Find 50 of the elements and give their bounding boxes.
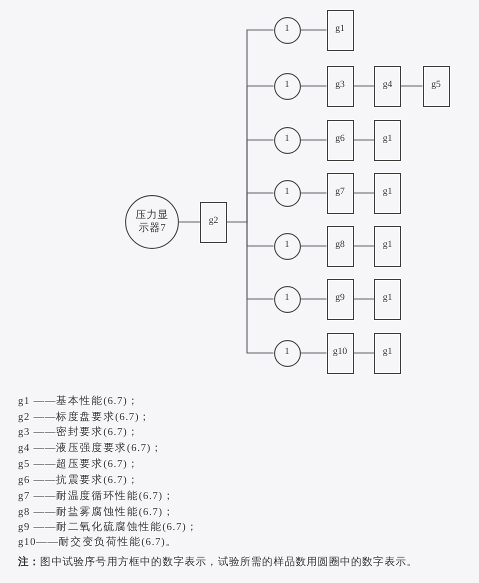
sample-count-circle: 1 [274,180,300,206]
test-box: g5 [422,66,450,106]
connector-line [354,352,374,354]
test-box: g1 [374,120,401,160]
test-box: g2 [200,202,227,242]
legend-entry: g5 ——超压要求(6.7)； [18,458,140,472]
legend-entry: g2 ——标度盘要求(6.7)； [18,411,152,425]
sample-count-circle: 1 [274,286,300,312]
connector-line [354,139,374,141]
test-box: g4 [374,66,401,106]
test-box: g1 [374,278,401,320]
test-box: g1 [374,172,401,214]
sample-count-circle: 1 [274,340,300,366]
connector-line [401,85,422,87]
legend-entry: g3 ——密封要求(6.7)； [18,426,140,440]
test-box: g1 [374,226,401,266]
test-box: g8 [326,226,354,266]
test-box: g10 [326,332,354,374]
connector-line [300,85,326,87]
test-box: g3 [326,66,354,106]
connector-line [354,298,374,300]
sample-count-circle: 1 [274,72,300,100]
legend-entry: g10——耐交变负荷性能(6.7)。 [18,536,178,550]
connector-line [300,192,326,194]
connector-line [354,245,374,247]
legend-entry: g7 ——耐温度循环性能(6.7)； [18,490,175,504]
connector-line [300,29,326,31]
test-box: g1 [374,332,401,374]
test-box: g9 [326,278,354,320]
connector-line [300,245,326,247]
sample-count-circle: 1 [274,126,300,154]
connector-line [227,221,274,354]
test-box: g6 [326,120,354,160]
test-box: g1 [326,10,354,50]
legend-entry: g1 ——基本性能(6.7)； [18,395,140,409]
sample-count-circle: 1 [274,16,300,44]
legend-entry: g4 ——液压强度要求(6.7)； [18,442,163,456]
legend-entry: g9 ——耐二氧化硫腐蚀性能(6.7)； [18,521,198,535]
legend-entry: g8 ——耐盐雾腐蚀性能(6.7)； [18,506,175,520]
sample-count-circle: 1 [274,232,300,260]
note-text: 注：图中试验序号用方框中的数字表示，试验所需的样品数用圆圈中的数字表示。 [18,556,418,570]
connector-line [300,298,326,300]
test-box: g7 [326,172,354,214]
connector-line [179,221,200,223]
connector-line [354,85,374,87]
connector-line [354,192,374,194]
connector-line [300,352,326,354]
legend-entry: g6 ——抗震要求(6.7)； [18,474,140,488]
connector-line [300,139,326,141]
sample-count-circle: 压力显示器7 [125,195,179,249]
